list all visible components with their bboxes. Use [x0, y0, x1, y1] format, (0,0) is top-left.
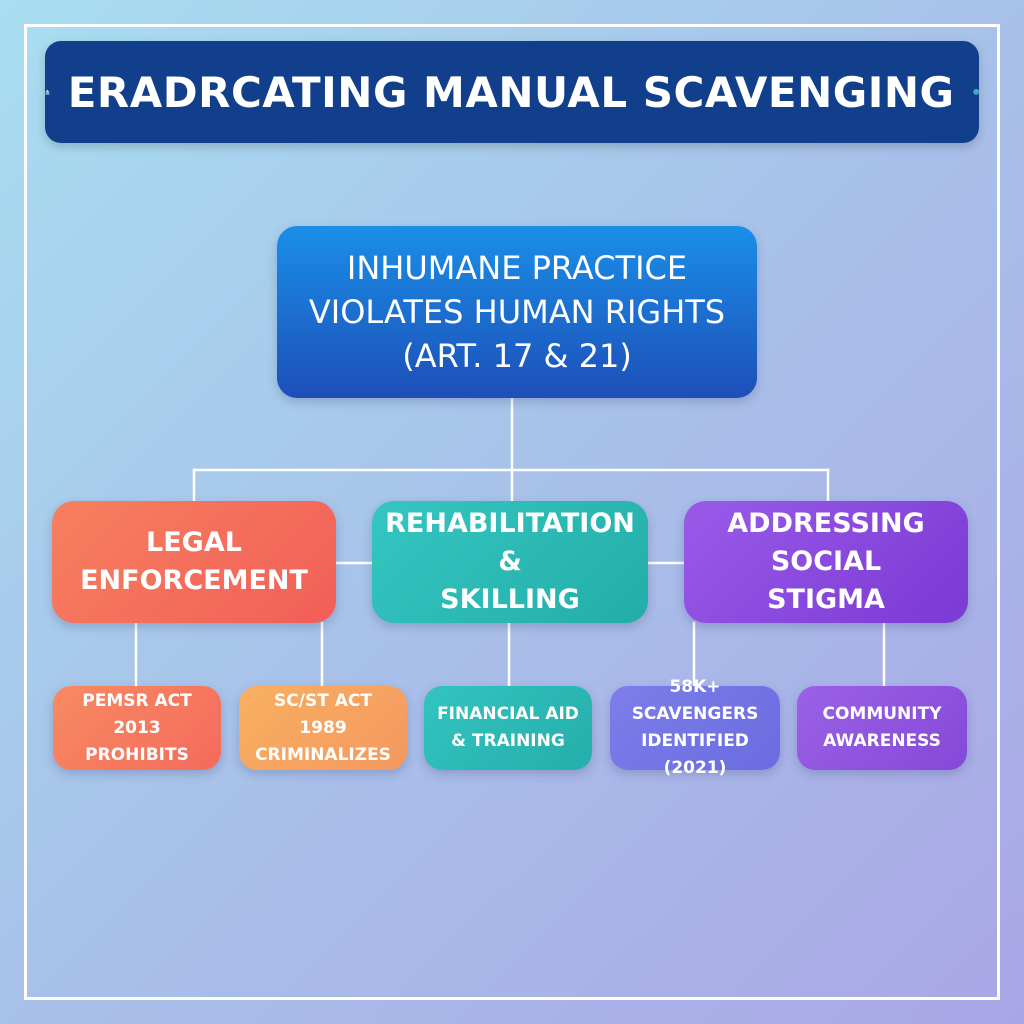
leaf-financial-aid: FINANCIAL AID & TRAINING: [424, 686, 592, 770]
leaf-pemsr-act: PEMSR ACT 2013 PROHIBITS: [53, 686, 221, 770]
branch-addressing-social-stigma: ADDRESSING SOCIAL STIGMA: [684, 501, 968, 623]
branch-label: ADDRESSING SOCIAL STIGMA: [727, 508, 925, 615]
branch-label: REHABILITATION & SKILLING: [385, 508, 635, 615]
page-title: ERADRCATING MANUAL SCAVENGING: [67, 67, 955, 117]
leaf-label: COMMUNITY AWARENESS: [822, 704, 942, 751]
globe-icon: [972, 88, 979, 96]
leaf-label: 58K+ SCAVENGERS IDENTIFIED (2021): [631, 677, 759, 778]
government-building-icon: [45, 89, 50, 95]
root-node: INHUMANE PRACTICE VIOLATES HUMAN RIGHTS …: [277, 226, 757, 398]
root-node-label: INHUMANE PRACTICE VIOLATES HUMAN RIGHTS …: [308, 249, 726, 375]
branch-label: LEGAL ENFORCEMENT: [80, 527, 308, 596]
outer-frame: [24, 24, 1000, 1000]
leaf-label: SC/ST ACT 1989 CRIMINALIZES: [255, 690, 391, 765]
branch-rehabilitation-skilling: REHABILITATION & SKILLING: [372, 501, 648, 623]
branch-legal-enforcement: LEGAL ENFORCEMENT: [52, 501, 336, 623]
leaf-scavengers-identified: 58K+ SCAVENGERS IDENTIFIED (2021): [610, 677, 780, 778]
title-banner: ERADRCATING MANUAL SCAVENGING: [45, 41, 979, 143]
leaf-label: PEMSR ACT 2013 PROHIBITS: [82, 690, 192, 765]
leaf-sc-st-act: SC/ST ACT 1989 CRIMINALIZES: [239, 686, 407, 770]
leaf-community-awareness: COMMUNITY AWARENESS: [797, 686, 967, 770]
leaf-label: FINANCIAL AID & TRAINING: [437, 704, 579, 751]
